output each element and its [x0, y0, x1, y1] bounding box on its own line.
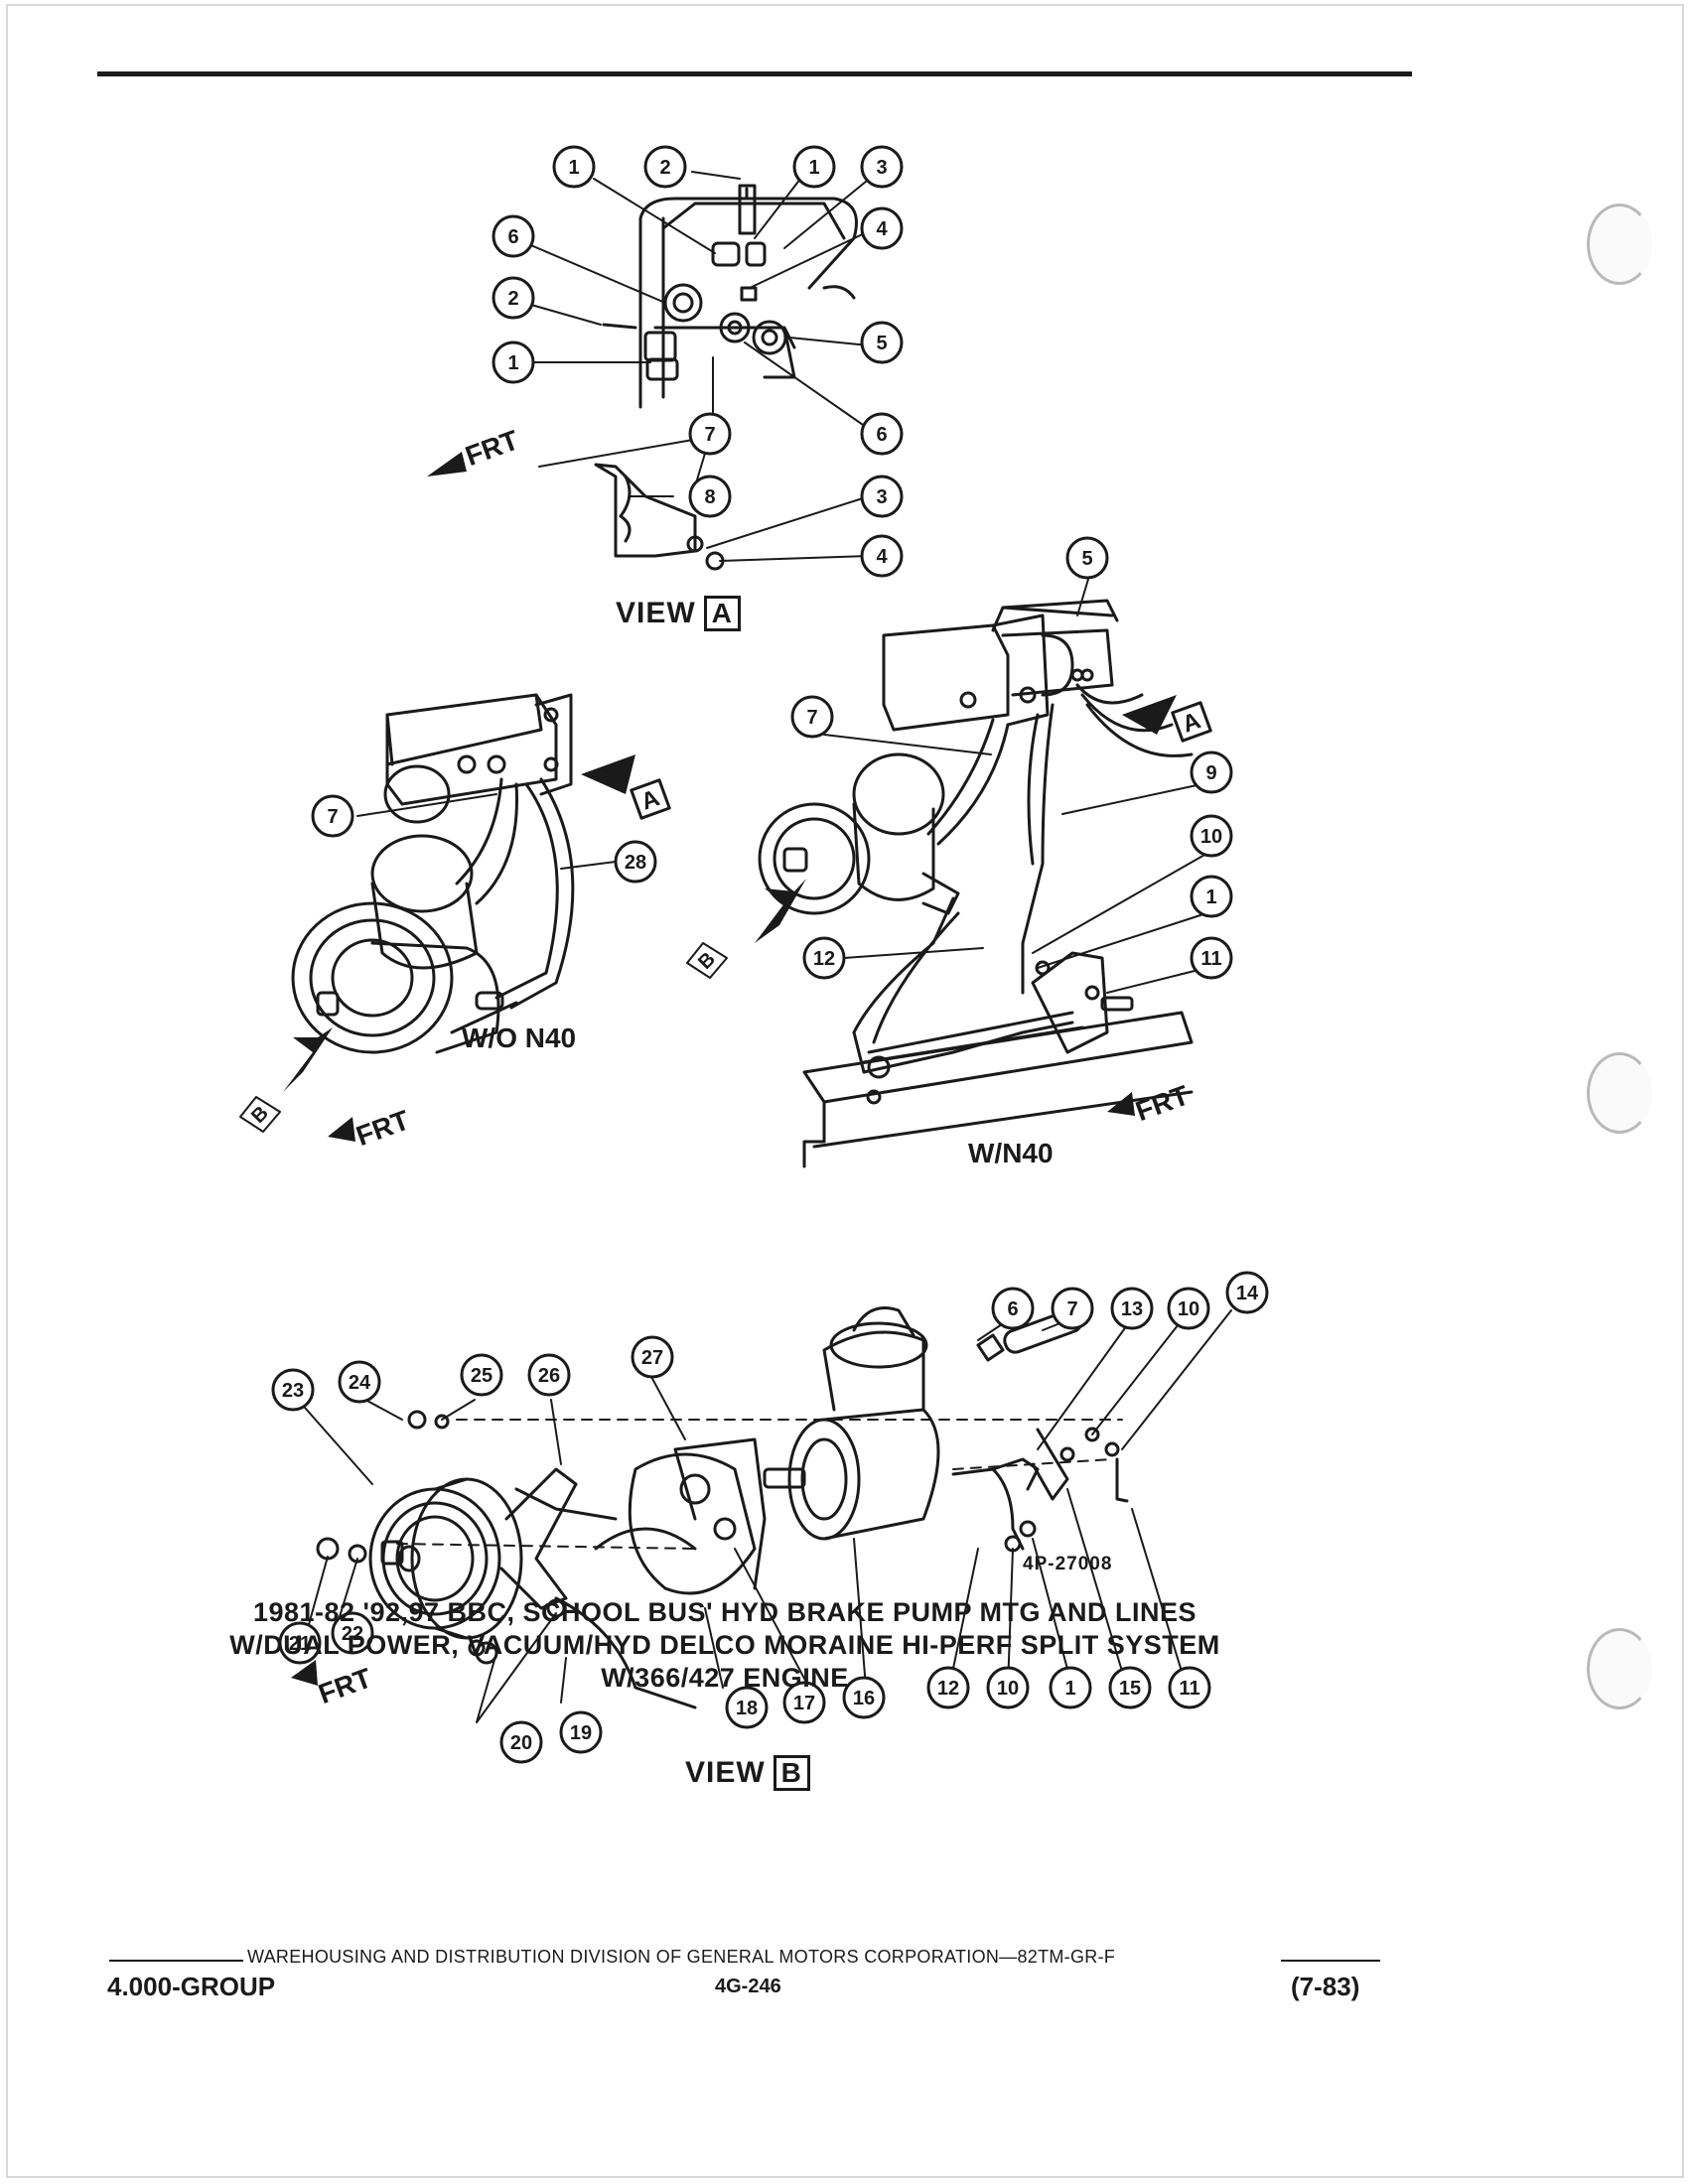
without-n40-label: W/O N40: [462, 1023, 577, 1053]
svg-text:1: 1: [507, 352, 518, 374]
svg-text:9: 9: [1205, 762, 1216, 784]
svg-text:20: 20: [510, 1732, 532, 1754]
svg-text:1: 1: [1205, 887, 1216, 908]
svg-text:2: 2: [507, 288, 518, 310]
page-border: [6, 4, 1684, 2178]
caption-line-1: 1981-82 '92,97 BBC, SCHOOL BUS' HYD BRAK…: [252, 1597, 1197, 1627]
svg-text:3: 3: [876, 157, 887, 179]
svg-text:2: 2: [659, 157, 670, 179]
svg-text:7: 7: [704, 424, 715, 446]
svg-text:23: 23: [282, 1380, 304, 1402]
footer-rule-left: [109, 1960, 248, 1962]
caption-line-2: W/DUAL POWER, VACUUM/HYD DELCO MORAINE H…: [229, 1630, 1220, 1660]
view-b-letter: B: [773, 1755, 810, 1791]
svg-text:14: 14: [1236, 1283, 1259, 1304]
svg-text:4: 4: [876, 546, 888, 568]
view-a-label: VIEW A: [616, 596, 741, 631]
binder-hole-top: [1587, 204, 1652, 285]
with-n40-label: W/N40: [968, 1138, 1054, 1168]
svg-text:10: 10: [1178, 1298, 1199, 1320]
svg-text:12: 12: [813, 948, 835, 970]
svg-text:10: 10: [997, 1678, 1019, 1700]
view-b-label: VIEW B: [685, 1755, 810, 1791]
view-b-text: VIEW: [685, 1756, 766, 1789]
svg-text:11: 11: [1200, 948, 1221, 970]
svg-text:1: 1: [568, 157, 579, 179]
svg-text:13: 13: [1121, 1298, 1143, 1320]
svg-text:12: 12: [937, 1678, 959, 1700]
svg-text:1: 1: [1064, 1678, 1075, 1700]
footer-date: (7-83): [1291, 1972, 1360, 2001]
callout-circles: [271, 145, 1269, 1764]
top-rule: [97, 71, 1412, 76]
view-a-assembly: [594, 184, 858, 571]
footer-group: 4.000-GROUP: [107, 1972, 276, 2001]
svg-text:7: 7: [327, 806, 338, 828]
with-n40-assembly: [758, 599, 1194, 1168]
figure-number: 4P-27008: [1023, 1554, 1113, 1574]
svg-text:11: 11: [1179, 1678, 1199, 1700]
svg-text:19: 19: [570, 1722, 592, 1744]
svg-text:16: 16: [853, 1688, 875, 1709]
svg-text:22: 22: [342, 1623, 363, 1645]
svg-text:6: 6: [876, 424, 887, 446]
footer-publisher-line: WAREHOUSING AND DISTRIBUTION DIVISION OF…: [243, 1947, 1120, 1968]
without-n40-assembly: [291, 693, 575, 1054]
footer-rule-right: [1281, 1960, 1380, 1962]
figure-caption: 1981-82 '92,97 BBC, SCHOOL BUS' HYD BRAK…: [149, 1596, 1301, 1695]
binder-hole-middle: [1587, 1052, 1652, 1134]
svg-text:10: 10: [1200, 826, 1222, 848]
svg-text:1: 1: [808, 157, 819, 179]
svg-text:7: 7: [1066, 1298, 1077, 1320]
svg-text:27: 27: [641, 1347, 663, 1369]
view-a-text: VIEW: [616, 597, 696, 629]
svg-text:5: 5: [876, 333, 887, 354]
svg-text:8: 8: [704, 486, 715, 508]
svg-text:17: 17: [793, 1693, 815, 1714]
svg-text:15: 15: [1119, 1678, 1141, 1700]
svg-text:6: 6: [1007, 1298, 1018, 1320]
svg-text:25: 25: [471, 1365, 493, 1387]
caption-line-3: W/366/427 ENGINE: [601, 1663, 849, 1693]
svg-text:26: 26: [538, 1365, 560, 1387]
binder-hole-bottom: [1587, 1628, 1652, 1709]
svg-text:5: 5: [1081, 548, 1092, 570]
svg-text:4: 4: [876, 218, 888, 240]
svg-text:3: 3: [876, 486, 887, 508]
view-a-letter: A: [703, 596, 741, 631]
svg-text:6: 6: [507, 226, 518, 248]
svg-text:24: 24: [349, 1372, 371, 1394]
svg-text:21: 21: [289, 1633, 311, 1655]
svg-text:7: 7: [806, 707, 817, 729]
svg-text:28: 28: [625, 852, 646, 874]
svg-text:18: 18: [736, 1698, 758, 1719]
footer-page-number: 4G-246: [715, 1976, 781, 1997]
